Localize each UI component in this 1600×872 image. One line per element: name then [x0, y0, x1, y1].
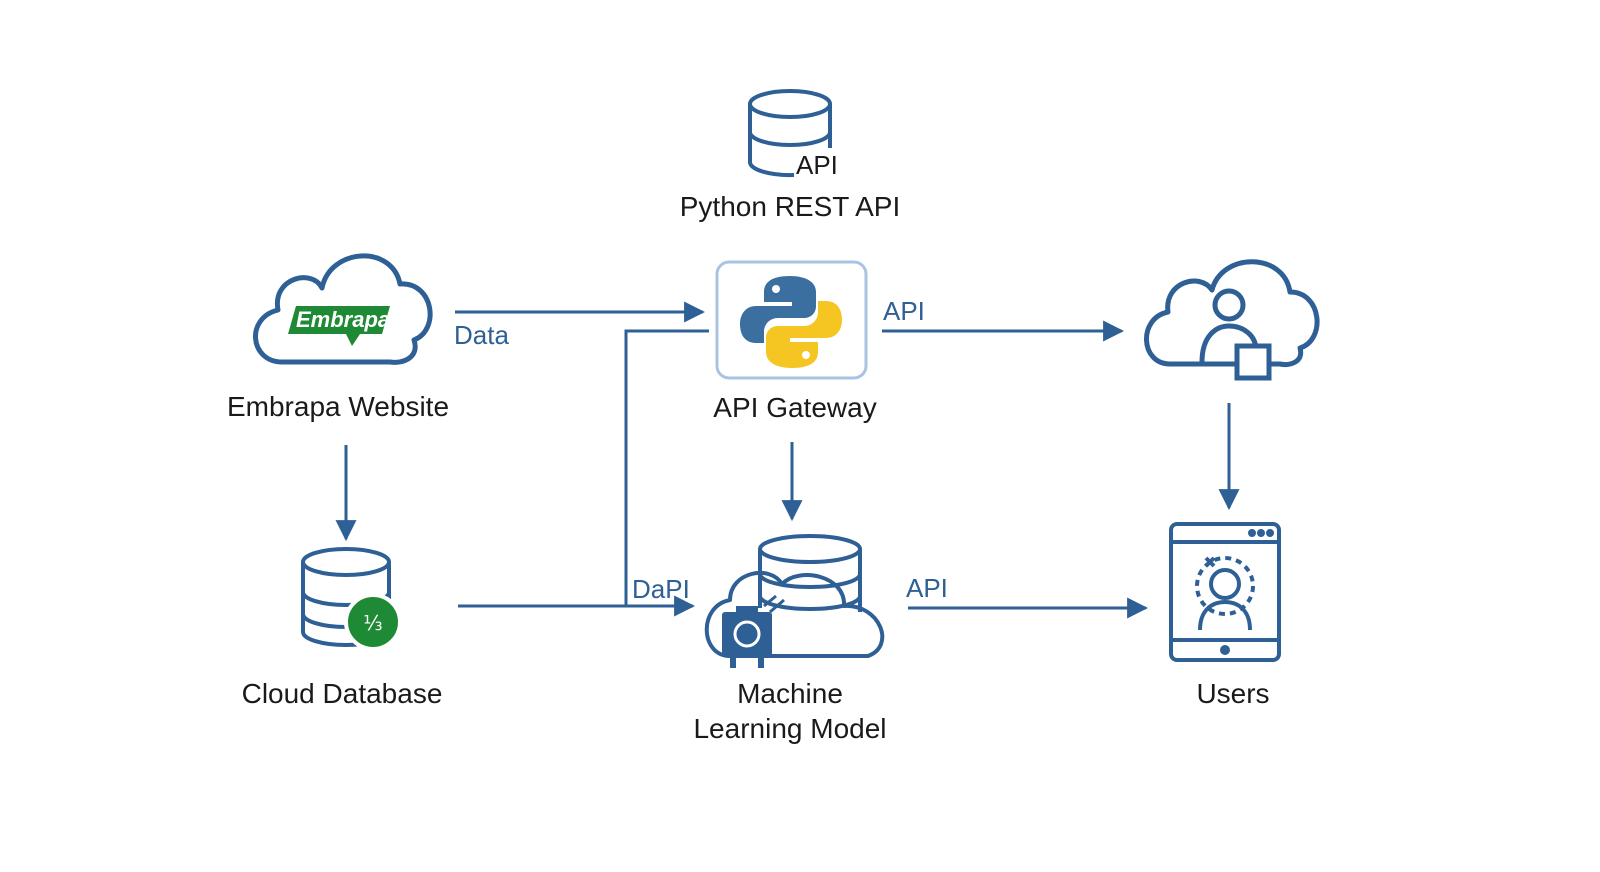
edge-ml-to-gateway — [624, 329, 709, 606]
embrapa-website-label: Embrapa Website — [226, 391, 450, 422]
edge-label-api-top: API — [883, 296, 925, 326]
python-rest-api-database-icon — [747, 89, 832, 178]
cloud-database-icon: ⅓ — [301, 547, 402, 651]
edge-label-api-bottom: API — [906, 573, 948, 603]
embrapa-cloud-icon — [253, 253, 433, 365]
ml-model-label-line1: Machine — [737, 678, 843, 709]
edge-label-data: Data — [454, 320, 509, 350]
api-gateway-label: API Gateway — [713, 392, 877, 423]
users-tablet-icon — [1169, 522, 1281, 662]
ml-model-label-line2: Learning Model — [693, 713, 887, 744]
edge-label-dapi: DaPI — [632, 574, 690, 604]
python-rest-api-icon-text: API — [796, 150, 838, 180]
users-label: Users — [1196, 678, 1270, 709]
cloud-user-icon — [1144, 259, 1320, 381]
cloud-database-label: Cloud Database — [241, 678, 443, 709]
ml-model-icon — [704, 534, 885, 668]
edges — [335, 301, 1240, 619]
svg-text:⅓: ⅓ — [363, 611, 382, 635]
embrapa-logo-text: Embrapa — [296, 307, 391, 332]
python-rest-api-label: Python REST API — [679, 191, 901, 222]
api-gateway-python-icon — [715, 260, 868, 380]
